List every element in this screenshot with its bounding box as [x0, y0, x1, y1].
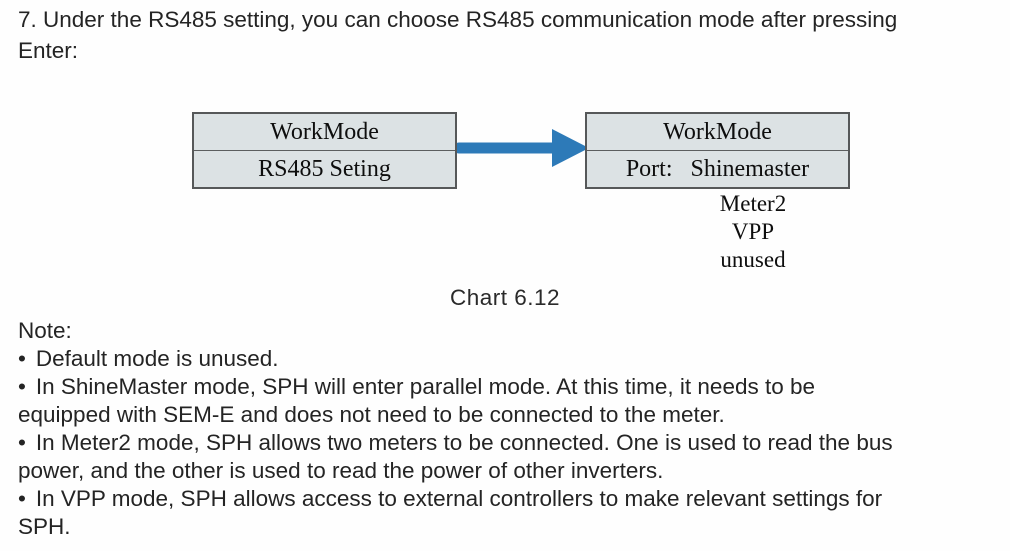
port-option-meter2: Meter2 — [719, 191, 787, 216]
screen-line-rs485-seting: RS485 Seting — [194, 150, 455, 187]
note-section: Note: •Default mode is unused. •In Shine… — [18, 317, 1003, 541]
screen-line-workmode: WorkMode — [270, 118, 379, 145]
note-item-shinemaster-mode: •In ShineMaster mode, SPH will enter par… — [18, 374, 816, 427]
arrow-head — [552, 129, 589, 167]
port-value: Shinemaster — [690, 155, 810, 182]
note-item-meter2-mode: •In Meter2 mode, SPH allows two meters t… — [18, 430, 893, 483]
port-option-unused: unused — [720, 247, 786, 272]
bullet-icon: • — [18, 486, 26, 511]
flow-arrow-icon — [453, 129, 589, 167]
workmode-port-screen-box: WorkMode Port: Shinemaster — [585, 112, 850, 189]
bullet-icon: • — [18, 430, 26, 455]
intro-paragraph: 7. Under the RS485 setting, you can choo… — [18, 7, 898, 63]
bullet-icon: • — [18, 374, 26, 399]
note-item-vpp-mode: •In VPP mode, SPH allows access to exter… — [18, 486, 883, 539]
port-option-list: Meter2 VPP unused — [640, 190, 866, 274]
note-item-default-mode: •Default mode is unused. — [18, 346, 279, 371]
bullet-icon: • — [18, 346, 26, 371]
note-title: Note: — [18, 318, 72, 343]
chart-caption: Chart 6.12 — [449, 285, 561, 310]
port-option-vpp: VPP — [731, 219, 775, 244]
port-label: Port: — [625, 155, 673, 182]
rs485-setting-screen-box: WorkMode RS485 Seting — [192, 112, 457, 189]
screen-line-workmode: WorkMode — [663, 118, 772, 145]
screen-line-port: Port: Shinemaster — [587, 150, 848, 187]
